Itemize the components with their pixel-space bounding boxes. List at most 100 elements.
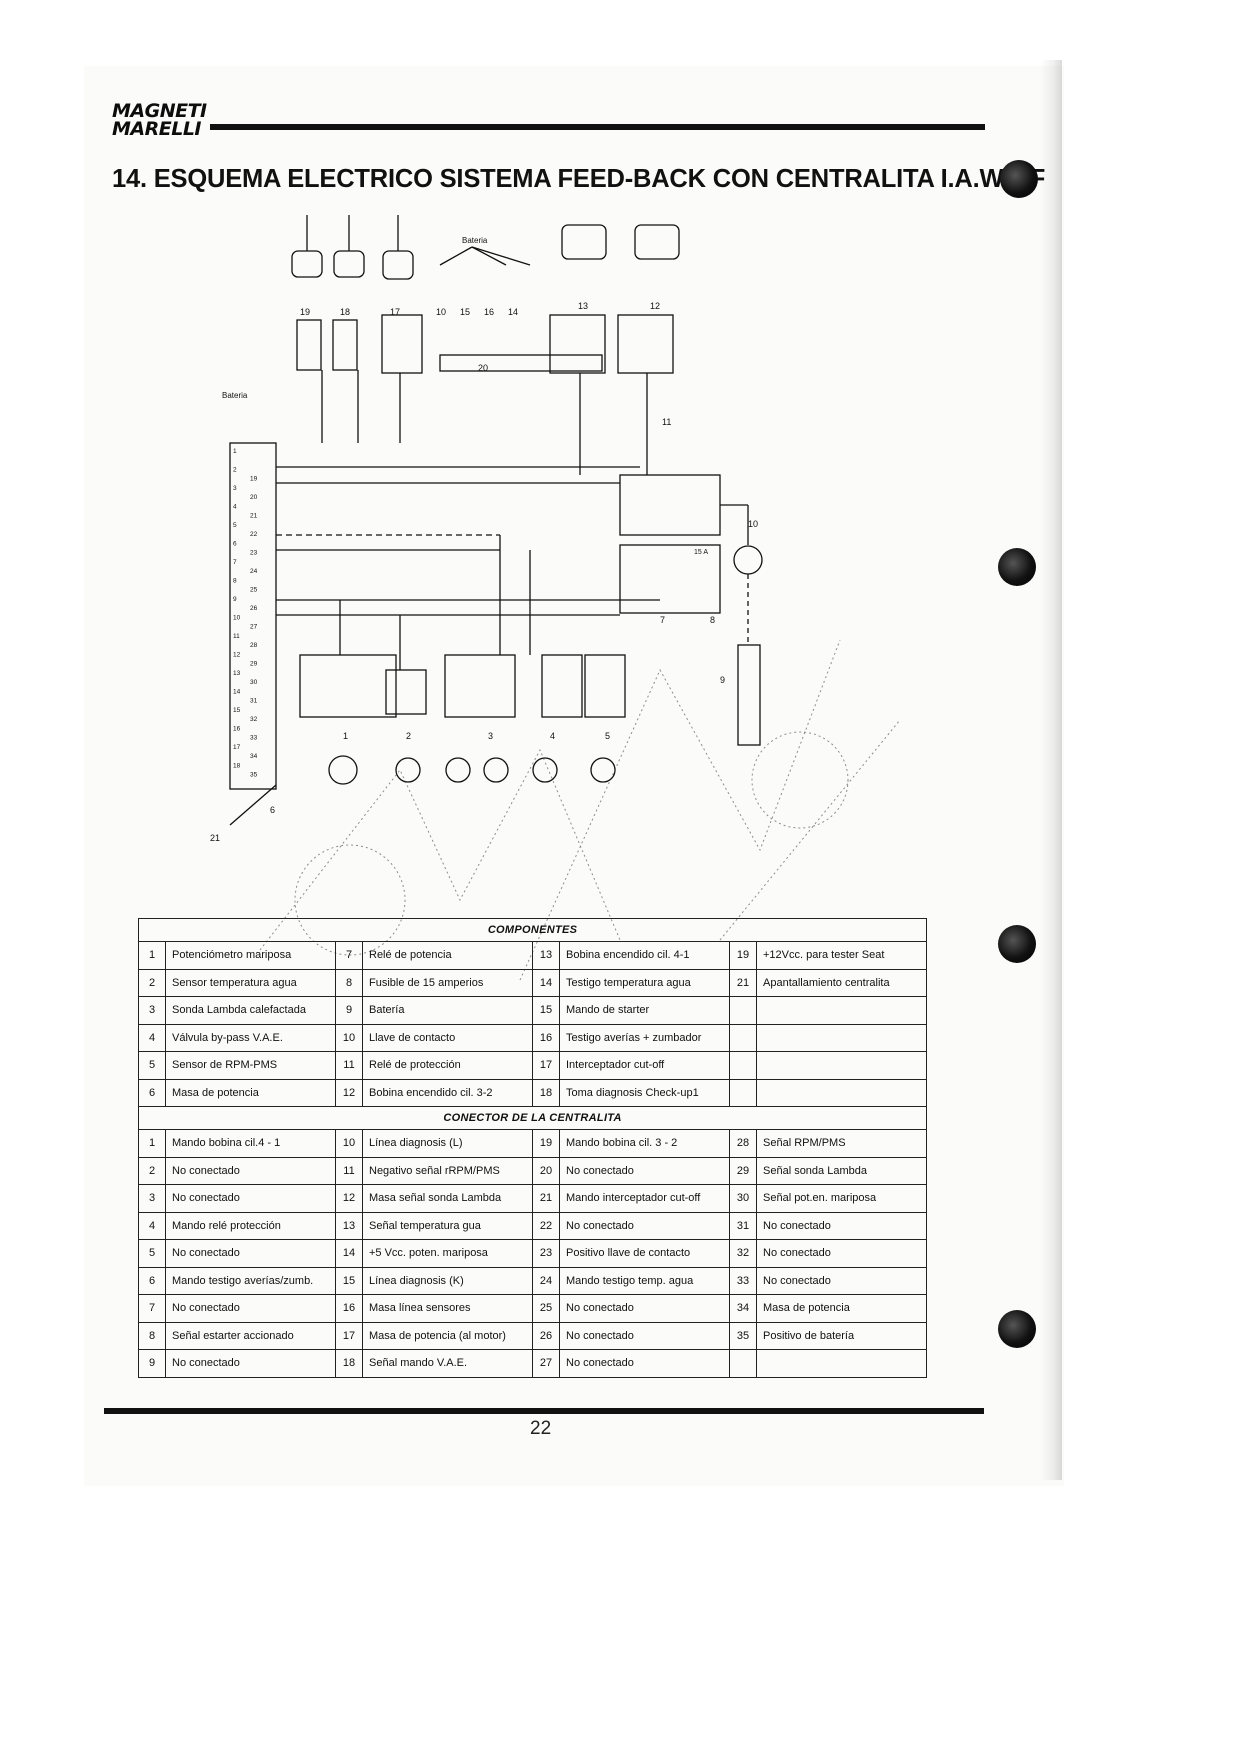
item-number: 16 (532, 1023, 560, 1052)
item-number: 2 (138, 1156, 166, 1185)
diagram-label: 19 (300, 307, 310, 317)
item-description: No conectado (559, 1321, 730, 1350)
item-description: Negativo señal rRPM/PMS (362, 1156, 533, 1185)
diagram-label: 5 (605, 731, 610, 741)
diagram-label: 18 (340, 307, 350, 317)
item-description: No conectado (165, 1294, 336, 1323)
item-description: No conectado (755, 1239, 928, 1268)
ecu-pin-label: 29 (250, 661, 258, 668)
item-number: 7 (138, 1294, 166, 1323)
binder-hole-icon (998, 1310, 1036, 1348)
ecu-pin-label: 12 (233, 652, 241, 659)
item-description: Línea diagnosis (K) (362, 1266, 533, 1295)
item-description: Válvula by-pass V.A.E. (165, 1023, 336, 1052)
ecu-pin-label: 7 (233, 559, 237, 566)
item-description: Señal estarter accionado (165, 1321, 336, 1350)
magneti-marelli-logo: MAGNETI MARELLI (112, 100, 207, 139)
item-number: 13 (532, 941, 560, 970)
item-description: No conectado (755, 1211, 928, 1240)
item-number: 5 (138, 1051, 166, 1080)
diagram-label-bateria: Bateria (462, 236, 488, 245)
item-number: 9 (335, 996, 363, 1025)
item-number: 22 (532, 1211, 560, 1240)
item-number: 3 (138, 1184, 166, 1213)
item-number: 24 (532, 1266, 560, 1295)
sheet-edge-shadow (1040, 60, 1062, 1480)
item-number: 18 (335, 1349, 363, 1378)
item-description: Llave de contacto (362, 1023, 533, 1052)
diagram-label: 8 (710, 615, 715, 625)
item-description (755, 1051, 928, 1080)
item-description: Línea diagnosis (L) (362, 1129, 533, 1158)
ecu-pin-label: 2 (233, 467, 237, 474)
ecu-pin-label: 3 (233, 485, 237, 492)
item-number: 11 (335, 1051, 363, 1080)
ecu-pin-label: 35 (250, 772, 258, 779)
diagram-label: 3 (488, 731, 493, 741)
item-description: Positivo de batería (755, 1321, 928, 1350)
ecu-pin-label: 5 (233, 522, 237, 529)
diagram-fuse-label: 15 A (694, 549, 708, 556)
item-description: Señal mando V.A.E. (362, 1349, 533, 1378)
item-description: Bobina encendido cil. 3-2 (362, 1078, 533, 1107)
item-number (729, 1023, 757, 1052)
header-rule (210, 124, 985, 130)
item-description: No conectado (165, 1156, 336, 1185)
item-description: Señal pot.en. mariposa (755, 1184, 928, 1213)
item-number: 16 (335, 1294, 363, 1323)
item-number: 1 (138, 1129, 166, 1158)
item-description: No conectado (559, 1294, 730, 1323)
diagram-label: 2 (406, 731, 411, 741)
ecu-pin-label: 25 (250, 587, 258, 594)
ecu-pin-label: 26 (250, 605, 258, 612)
ecu-pin-label: 34 (250, 753, 258, 760)
ecu-pin-label: 20 (250, 494, 258, 501)
ecu-pin-label: 14 (233, 689, 241, 696)
diagram-label: 10 (436, 307, 446, 317)
item-description: No conectado (559, 1349, 730, 1378)
item-description: Batería (362, 996, 533, 1025)
item-description: Mando testigo temp. agua (559, 1266, 730, 1295)
item-description (755, 1023, 928, 1052)
ecu-pin-label: 16 (233, 726, 241, 733)
binder-hole-icon (1000, 160, 1038, 198)
item-number: 12 (335, 1184, 363, 1213)
item-number: 19 (729, 941, 757, 970)
logo-line-1: MAGNETI (112, 100, 207, 122)
page-number: 22 (530, 1418, 552, 1439)
item-description: No conectado (165, 1349, 336, 1378)
item-number: 6 (138, 1266, 166, 1295)
item-number: 9 (138, 1349, 166, 1378)
diagram-label: 6 (270, 805, 275, 815)
item-number: 28 (729, 1129, 757, 1158)
item-description: +12Vcc. para tester Seat (755, 941, 928, 970)
item-number (729, 996, 757, 1025)
ecu-pin-label: 18 (233, 763, 241, 770)
ecu-pin-label: 9 (233, 596, 237, 603)
item-description (755, 996, 928, 1025)
ecu-pin-label: 22 (250, 531, 258, 538)
item-description: Masa señal sonda Lambda (362, 1184, 533, 1213)
ecu-pin-label: 27 (250, 624, 258, 631)
item-number: 17 (532, 1051, 560, 1080)
item-number (729, 1051, 757, 1080)
item-description: Sonda Lambda calefactada (165, 996, 336, 1025)
item-number (729, 1078, 757, 1107)
item-description: No conectado (755, 1266, 928, 1295)
item-description (755, 1349, 928, 1378)
item-description: No conectado (559, 1211, 730, 1240)
ecu-pin-label: 6 (233, 541, 237, 548)
item-number: 18 (532, 1078, 560, 1107)
ecu-pin-label: 31 (250, 698, 258, 705)
item-number: 10 (335, 1129, 363, 1158)
item-description: Masa de potencia (755, 1294, 928, 1323)
